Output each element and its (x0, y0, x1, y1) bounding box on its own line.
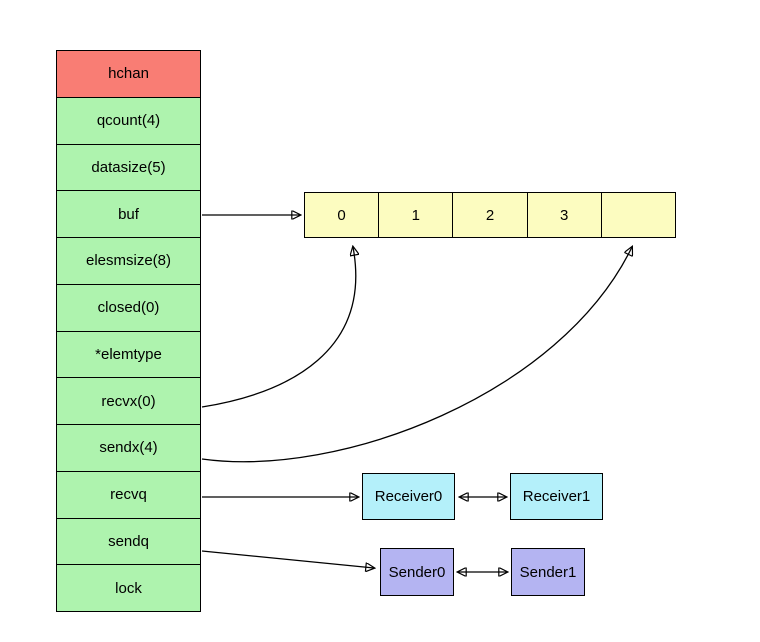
sender0-node: Sender0 (380, 548, 454, 596)
struct-field-sendx: sendx(4) (57, 425, 200, 472)
struct-field-elesmsize: elesmsize(8) (57, 238, 200, 285)
struct-field-buf: buf (57, 191, 200, 238)
struct-field-closed: closed(0) (57, 284, 200, 332)
struct-field-qcount: qcount(4) (57, 97, 200, 145)
sendq-to-sender0-arrow (201, 550, 374, 568)
receiver1-node: Receiver1 (510, 473, 603, 520)
struct-field-datasize: datasize(5) (57, 144, 200, 192)
buffer-cell-0: 0 (305, 193, 380, 237)
ring-buffer: 0 1 2 3 (304, 192, 676, 238)
sender1-node: Sender1 (511, 548, 585, 596)
buffer-cell-empty (602, 193, 675, 237)
struct-field-recvq: recvq (57, 471, 200, 519)
buffer-cell-2: 2 (453, 193, 528, 237)
recvx-to-cell0-arrow (201, 247, 356, 408)
struct-field-lock: lock (57, 565, 200, 611)
struct-header-hchan: hchan (57, 51, 200, 98)
buffer-cell-3: 3 (528, 193, 602, 237)
buffer-cell-1: 1 (379, 193, 454, 237)
hchan-struct: hchan qcount(4) datasize(5) buf elesmsiz… (56, 50, 201, 612)
struct-field-elemtype: *elemtype (57, 331, 200, 379)
struct-field-sendq: sendq (57, 518, 200, 566)
sendx-to-lastcell-arrow (201, 247, 632, 463)
struct-field-recvx: recvx(0) (57, 378, 200, 425)
receiver0-node: Receiver0 (362, 473, 455, 520)
